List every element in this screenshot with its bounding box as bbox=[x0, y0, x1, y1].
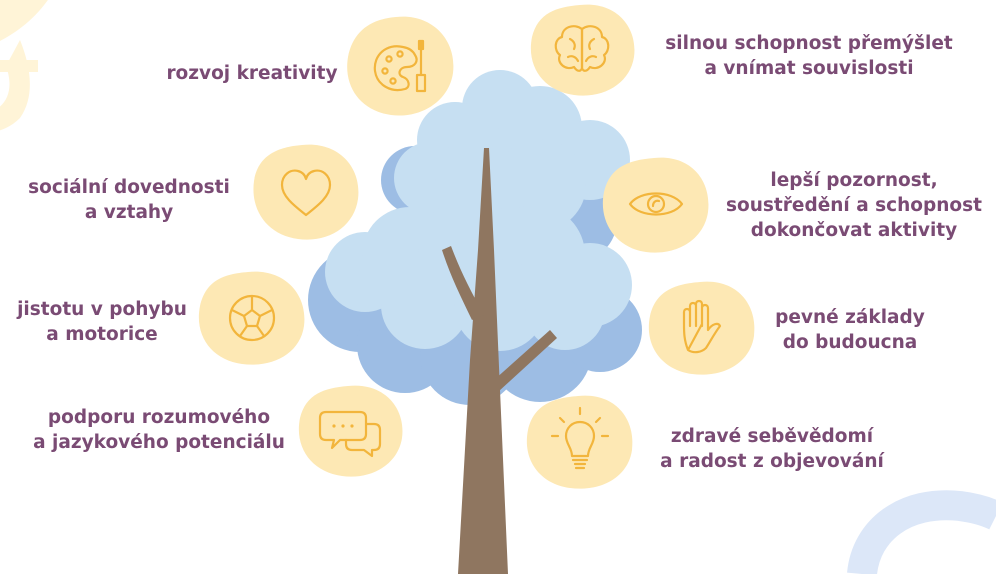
label-future: pevné základy do budoucna bbox=[760, 305, 940, 355]
tree-trunk bbox=[442, 148, 557, 574]
label-line: do budoucna bbox=[782, 332, 918, 353]
label-line: soustředění a schopnost bbox=[726, 195, 982, 216]
label-line: rozvoj kreativity bbox=[166, 63, 338, 84]
speech-bubbles-icon bbox=[318, 410, 382, 458]
badge-attention bbox=[602, 157, 709, 253]
label-language: podporu rozumového a jazykového potenciá… bbox=[14, 405, 304, 455]
label-line: pevné základy bbox=[775, 307, 925, 328]
label-line: a motorice bbox=[46, 324, 158, 345]
label-line: sociální dovednosti bbox=[28, 177, 230, 198]
badge-future bbox=[648, 281, 755, 375]
label-line: a vnímat souvislosti bbox=[704, 58, 914, 79]
label-thinking: silnou schopnost přemýšlet a vnímat souv… bbox=[644, 31, 974, 81]
eye-icon bbox=[628, 192, 684, 216]
label-line: lepší pozornost, bbox=[770, 170, 938, 191]
label-motor: jistotu v pohybu a motorice bbox=[4, 297, 200, 347]
label-line: dokončovat aktivity bbox=[750, 220, 958, 241]
badge-confidence bbox=[526, 395, 633, 489]
label-line: zdravé seběvědomí bbox=[670, 426, 874, 447]
badge-social bbox=[253, 144, 359, 240]
badge-thinking bbox=[530, 4, 635, 96]
hand-icon bbox=[682, 299, 722, 354]
label-social: sociální dovednosti a vztahy bbox=[14, 175, 244, 225]
label-creativity: rozvoj kreativity bbox=[162, 61, 342, 86]
label-attention: lepší pozornost, soustředění a schopnost… bbox=[716, 168, 992, 243]
label-line: jistotu v pohybu bbox=[17, 299, 187, 320]
lightbulb-icon bbox=[550, 406, 610, 470]
palette-icon bbox=[373, 39, 427, 93]
label-line: podporu rozumového bbox=[47, 407, 271, 428]
badge-motor bbox=[198, 271, 305, 365]
brain-icon bbox=[554, 25, 610, 72]
ball-icon bbox=[228, 294, 276, 342]
label-line: a vztahy bbox=[84, 202, 174, 223]
label-confidence: zdravé seběvědomí a radost z objevování bbox=[648, 424, 896, 474]
label-line: silnou schopnost přemýšlet bbox=[665, 33, 953, 54]
badge-language bbox=[298, 385, 403, 477]
decoration-top-left bbox=[0, 0, 48, 131]
heart-icon bbox=[280, 169, 332, 217]
label-line: a radost z objevování bbox=[660, 451, 884, 472]
label-line: a jazykového potenciálu bbox=[33, 432, 285, 453]
badge-creativity bbox=[347, 16, 454, 116]
decoration-bottom-right-arc bbox=[847, 490, 996, 574]
